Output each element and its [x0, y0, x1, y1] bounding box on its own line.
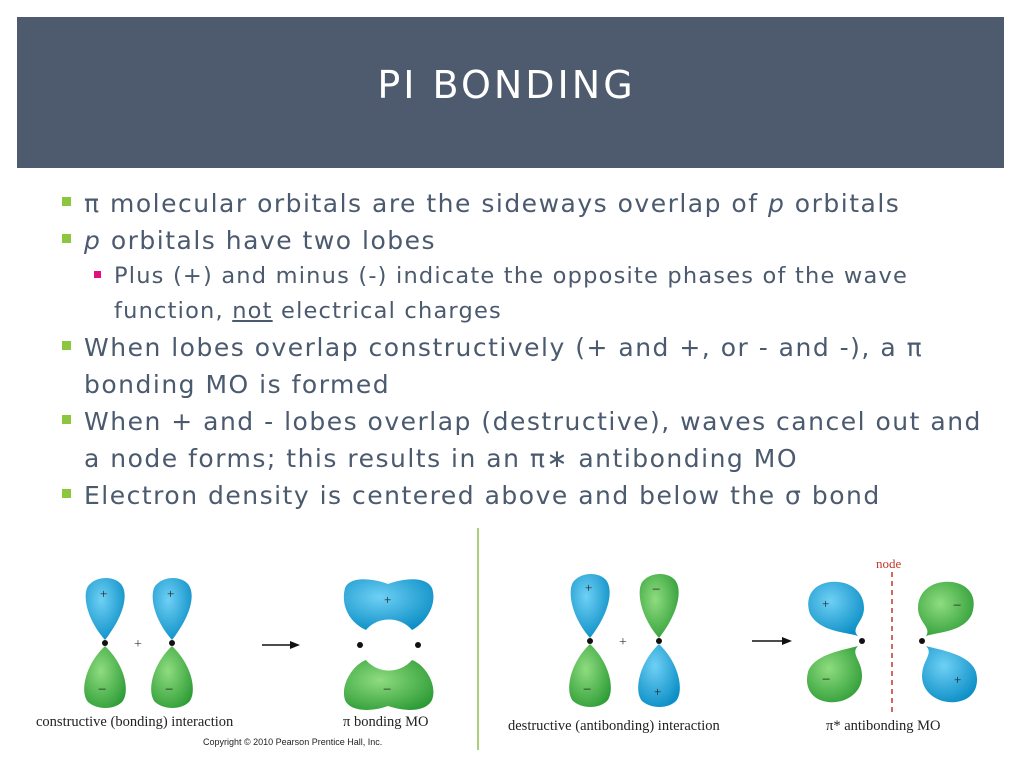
- minus-sign: −: [953, 598, 961, 614]
- minus-sign: −: [165, 682, 173, 698]
- bullet-item: Electron density is centered above and b…: [62, 477, 992, 514]
- minus-sign: −: [583, 682, 591, 698]
- copyright-text: Copyright © 2010 Pearson Prentice Hall, …: [203, 737, 382, 747]
- slide-title: Pi Bonding: [377, 62, 636, 107]
- blue-lobe: [85, 578, 125, 640]
- title-bar: Pi Bonding: [17, 17, 1004, 168]
- sub-bullet-marker: [94, 271, 101, 278]
- minus-sign: −: [98, 682, 106, 698]
- nucleus-dot: [102, 640, 108, 646]
- sub-bullet-text: Plus (+) and minus (-) indicate the oppo…: [114, 263, 909, 324]
- bullet-marker: [62, 341, 71, 350]
- pi-star-symbol: π∗: [529, 444, 569, 473]
- plus-sign: +: [654, 684, 661, 699]
- blue-lobe: [152, 578, 192, 640]
- plus-sign: +: [100, 586, 107, 601]
- bonding-caption: π bonding MO: [343, 714, 428, 730]
- node-label: node: [876, 556, 902, 571]
- italic-p: p: [84, 226, 102, 255]
- plus-sign: +: [954, 672, 961, 687]
- nucleus-dot: [415, 642, 421, 648]
- bullet-marker: [62, 415, 71, 424]
- nucleus-dot: [656, 638, 662, 644]
- bullet-text: When lobes overlap constructively (+ and…: [84, 333, 907, 362]
- constructive-caption: constructive (bonding) interaction: [36, 714, 234, 730]
- green-lobe: [639, 574, 679, 638]
- bullet-item: When lobes overlap constructively (+ and…: [62, 329, 992, 403]
- p-orbital-left-destructive: + −: [569, 574, 611, 707]
- bullet-text: molecular orbitals are the sideways over…: [100, 189, 768, 218]
- bullet-text-tail: orbitals: [785, 189, 901, 218]
- underlined-not: not: [232, 298, 273, 324]
- pi-star-antibonding-mo: node + − − +: [806, 556, 978, 716]
- minus-sign: −: [822, 672, 830, 688]
- destructive-caption: destructive (antibonding) interaction: [508, 718, 721, 734]
- green-lobe: [343, 660, 434, 710]
- p-orbital-right-destructive: − +: [638, 574, 680, 707]
- blue-lobe: [808, 581, 864, 636]
- p-orbital-right-constructive: + −: [151, 578, 193, 708]
- nucleus-dot: [357, 642, 363, 648]
- p-orbital-left-constructive: + −: [84, 578, 126, 708]
- green-lobe: [151, 646, 193, 708]
- orbital-diagram: + − + − + + −: [36, 528, 978, 750]
- orbital-figure: + − + − + + −: [0, 528, 1024, 768]
- bullet-text: Electron density is centered above and b…: [84, 481, 786, 510]
- nucleus-dot: [169, 640, 175, 646]
- sub-bullet-text-tail: electrical charges: [272, 298, 502, 324]
- green-lobe: [806, 646, 862, 703]
- antibonding-caption: π* antibonding MO: [826, 718, 940, 734]
- bullet-marker: [62, 234, 71, 243]
- bullet-item: When + and - lobes overlap (destructive)…: [62, 403, 992, 477]
- combine-plus: +: [134, 637, 142, 652]
- combine-plus: +: [619, 635, 627, 650]
- plus-sign: +: [167, 586, 174, 601]
- nucleus-dot: [859, 638, 865, 644]
- minus-sign: −: [383, 682, 391, 698]
- bullet-text-tail: antibonding MO: [568, 444, 798, 473]
- bullet-marker: [62, 489, 71, 498]
- arrow-right-icon: [752, 637, 792, 645]
- bullet-text-tail: bonding MO is formed: [84, 370, 391, 399]
- blue-lobe: [343, 579, 434, 630]
- green-lobe: [918, 581, 974, 636]
- minus-sign: −: [652, 582, 660, 598]
- plus-sign: +: [585, 580, 592, 595]
- bullet-list: π molecular orbitals are the sideways ov…: [62, 185, 992, 514]
- bullet-text: orbitals have two lobes: [101, 226, 437, 255]
- pi-symbol: π: [906, 333, 924, 362]
- blue-lobe: [570, 574, 610, 638]
- pi-symbol: π: [84, 189, 101, 218]
- blue-lobe: [638, 644, 680, 707]
- bullet-item: π molecular orbitals are the sideways ov…: [62, 185, 992, 222]
- green-lobe: [84, 646, 126, 708]
- bullet-text: When + and - lobes overlap (destructive)…: [84, 407, 982, 473]
- blue-lobe: [922, 646, 978, 703]
- pi-bonding-mo: + −: [343, 579, 434, 710]
- bullet-text-tail: bond: [802, 481, 881, 510]
- bullet-item: p orbitals have two lobes: [62, 222, 992, 259]
- sigma-symbol: σ: [785, 481, 803, 510]
- plus-sign: +: [384, 592, 391, 607]
- nucleus-dot: [587, 638, 593, 644]
- sub-bullet-item: Plus (+) and minus (-) indicate the oppo…: [94, 259, 992, 329]
- italic-p: p: [767, 189, 786, 218]
- plus-sign: +: [822, 596, 829, 611]
- arrow-right-icon: [262, 641, 300, 649]
- nucleus-dot: [919, 638, 925, 644]
- green-lobe: [569, 644, 611, 707]
- bullet-marker: [62, 197, 71, 206]
